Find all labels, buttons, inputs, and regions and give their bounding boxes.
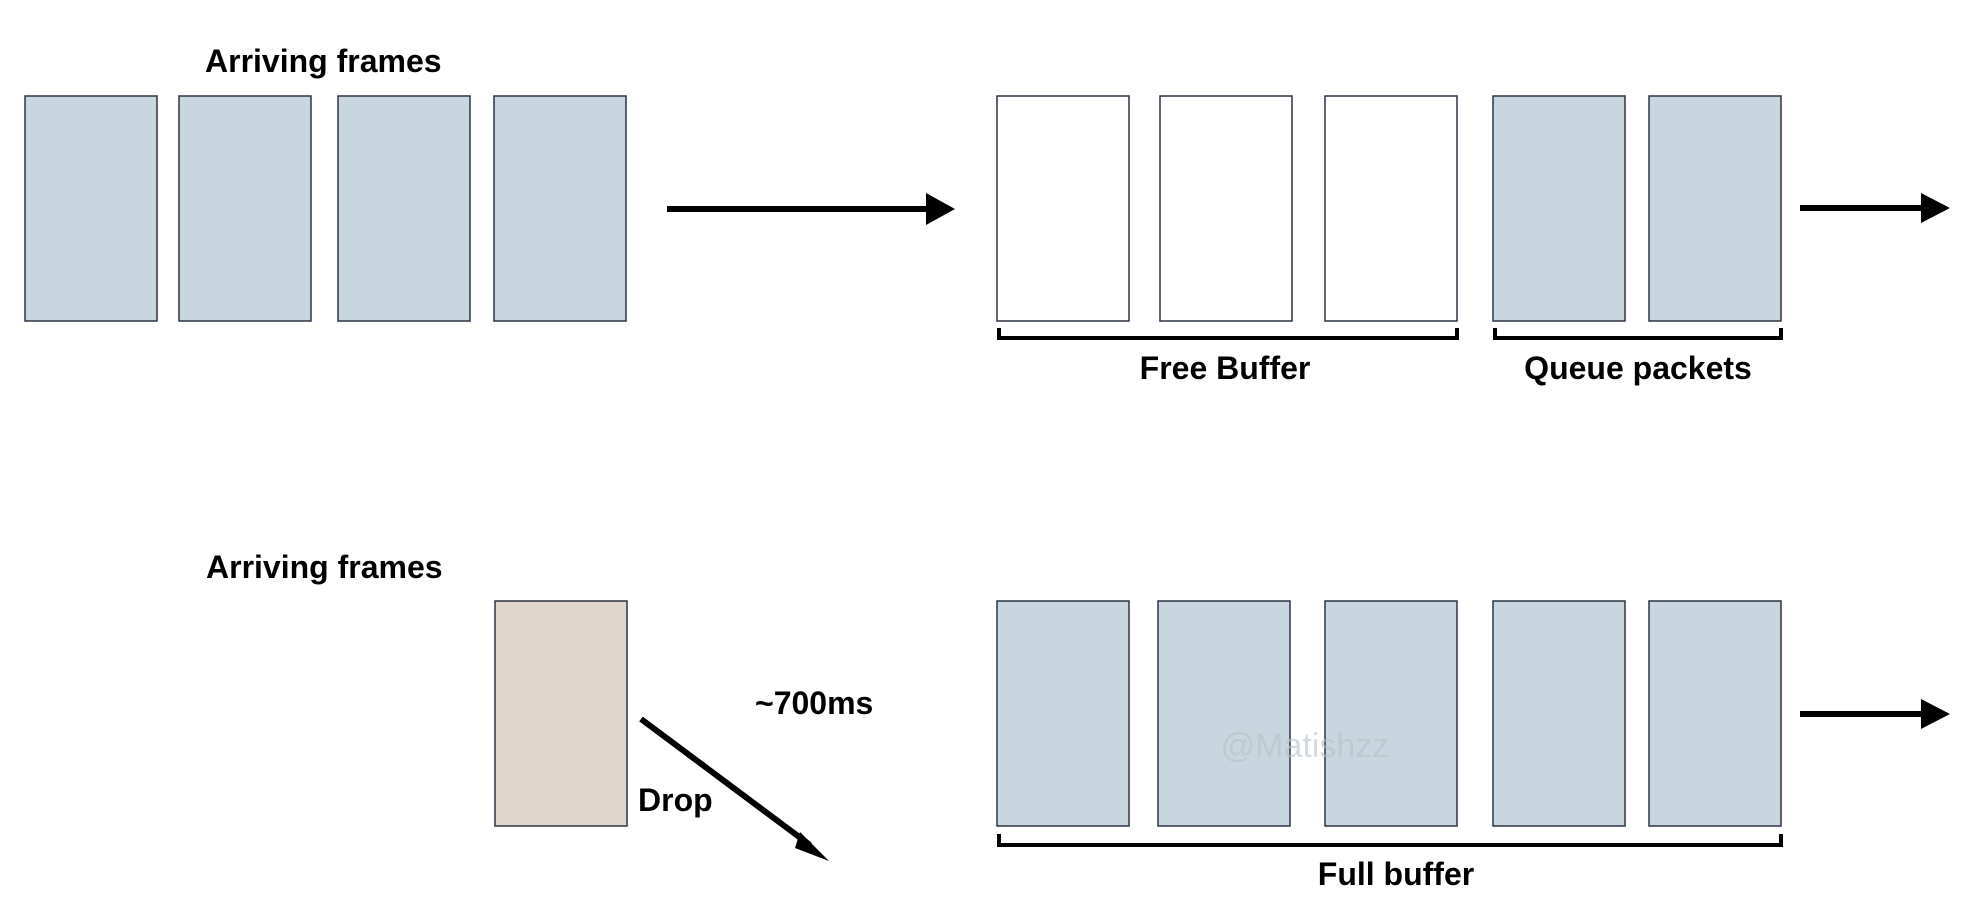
- top-arriving-frame: [337, 95, 471, 322]
- top-arriving-frames: [24, 95, 627, 322]
- full-buffer-bracket: [997, 834, 1783, 847]
- full-buffer-slot: [1157, 600, 1291, 827]
- free-buffer-slot: [1159, 95, 1293, 322]
- bottom-arriving-frames-label: Arriving frames: [206, 549, 443, 585]
- free-buffer-bracket: [997, 328, 1459, 340]
- top-arriving-frames-label: Arriving frames: [205, 43, 442, 79]
- full-buffer-slot: [1492, 600, 1626, 827]
- dropped-frame: [494, 600, 628, 827]
- latency-label: ~700ms: [755, 685, 873, 721]
- queued-packet: [1648, 95, 1782, 322]
- free-buffer-label: Free Buffer: [1140, 350, 1311, 386]
- drop-label: Drop: [638, 782, 713, 818]
- full-buffer-slot: [996, 600, 1130, 827]
- full-buffer-label: Full buffer: [1318, 856, 1474, 892]
- free-buffer-slot: [1324, 95, 1458, 322]
- full-buffer-slot: [1648, 600, 1782, 827]
- queue-packets-label: Queue packets: [1524, 350, 1752, 386]
- free-buffer-slot: [996, 95, 1130, 322]
- full-buffer-slot: [1324, 600, 1458, 827]
- queue-packets-bracket: [1493, 328, 1783, 340]
- drop-arrow: [639, 716, 829, 861]
- queued-packet: [1492, 95, 1626, 322]
- top-arriving-frame: [178, 95, 312, 322]
- bottom-buffer: [996, 600, 1782, 827]
- top-input-arrow: [667, 193, 955, 225]
- watermark: @Matishzz: [1221, 727, 1390, 765]
- top-buffer: [996, 95, 1782, 322]
- top-arriving-frame: [24, 95, 158, 322]
- top-output-arrow: [1800, 193, 1950, 223]
- top-arriving-frame: [493, 95, 627, 322]
- bottom-output-arrow: [1800, 699, 1950, 729]
